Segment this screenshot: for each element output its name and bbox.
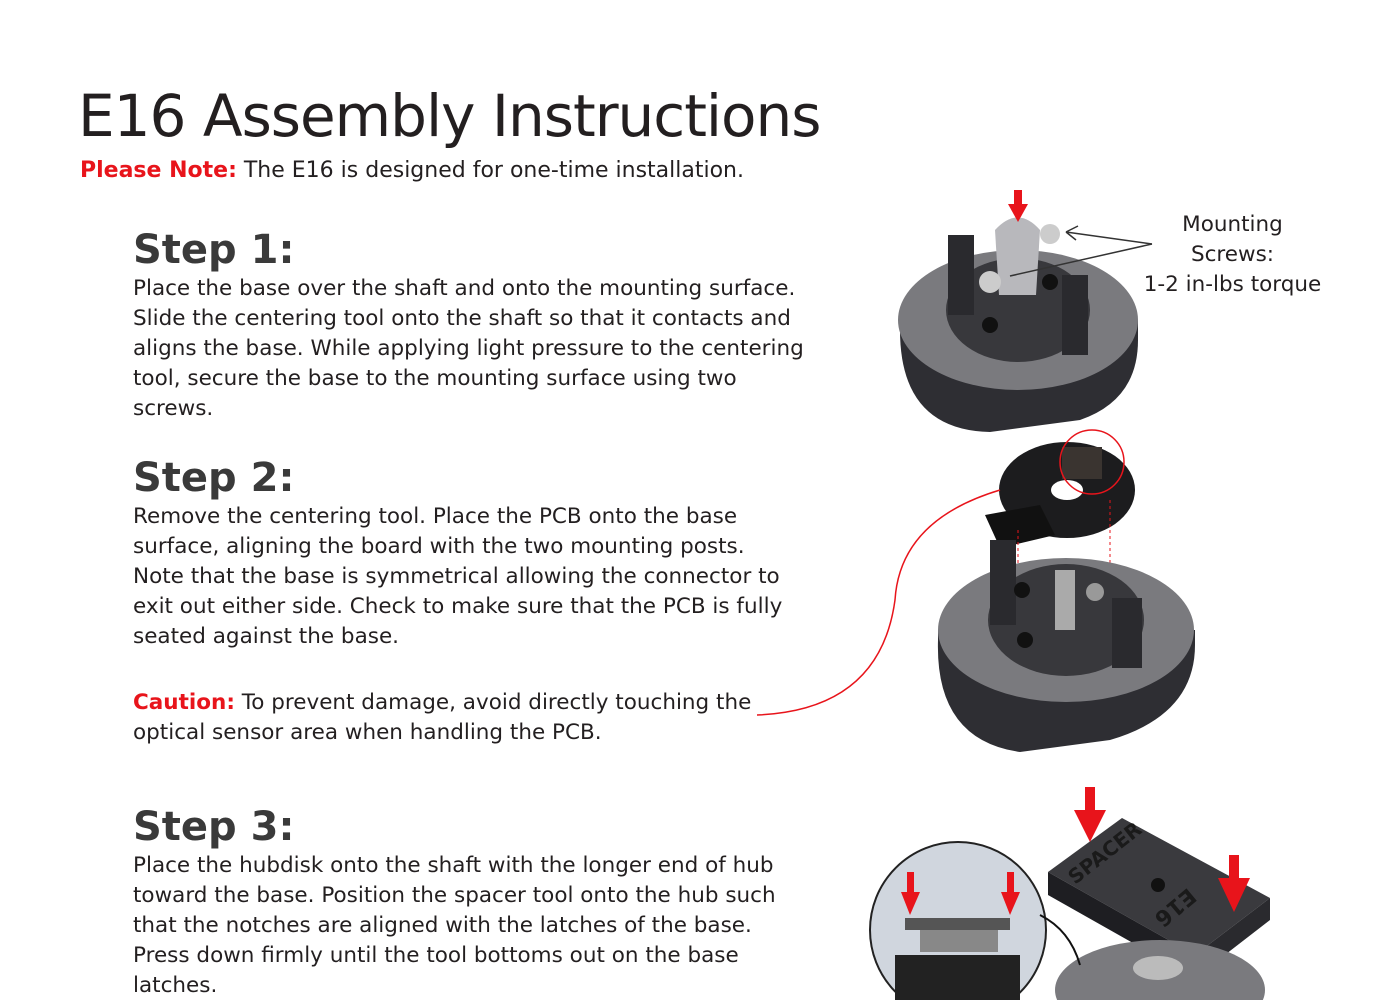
down-arrow-icon [1074, 787, 1106, 842]
step-2-text: Remove the centering tool. Place the PCB… [133, 504, 783, 649]
step-1: Step 1: Place the base over the shaft an… [133, 226, 813, 424]
step3-spacer-illustration: SPACER E16 [1039, 787, 1270, 1000]
down-arrow-icon [1218, 855, 1250, 912]
pointer-lines [1009, 225, 1153, 277]
caution-text: To prevent damage, avoid directly touchi… [133, 690, 752, 745]
down-arrow-icon [901, 872, 920, 915]
step2-pcb-illustration [985, 429, 1135, 640]
callout-curve [756, 489, 1001, 716]
note-label: Please Note: [80, 158, 237, 183]
step-2-heading: Step 2: [133, 455, 295, 501]
caution-label: Caution: [133, 690, 235, 715]
mounting-screws-label: Mounting Screws: 1-2 in-lbs torque [1140, 210, 1325, 300]
step2-base-illustration [937, 540, 1195, 752]
step-3-text: Place the hubdisk onto the shaft with th… [133, 853, 776, 998]
step-1-heading: Step 1: [133, 227, 295, 273]
label-line: 1-2 in-lbs torque [1143, 272, 1322, 297]
label-line: Screws: [1190, 242, 1275, 267]
step-2: Step 2: Remove the centering tool. Place… [133, 454, 793, 652]
page-title: E16 Assembly Instructions [78, 82, 822, 150]
note: Please Note: The E16 is designed for one… [80, 158, 744, 183]
step-3: Step 3: Place the hubdisk onto the shaft… [133, 803, 793, 1001]
step-1-text: Place the base over the shaft and onto t… [133, 276, 804, 421]
step3-detail-illustration [869, 841, 1047, 1000]
down-arrow-icon [1001, 872, 1020, 915]
step-3-heading: Step 3: [133, 804, 295, 850]
note-text: The E16 is designed for one-time install… [236, 158, 744, 183]
step1-base-illustration [898, 217, 1138, 432]
label-line: Mounting [1182, 212, 1283, 237]
down-arrow-icon [1008, 190, 1028, 222]
caution: Caution: To prevent damage, avoid direct… [133, 688, 773, 748]
